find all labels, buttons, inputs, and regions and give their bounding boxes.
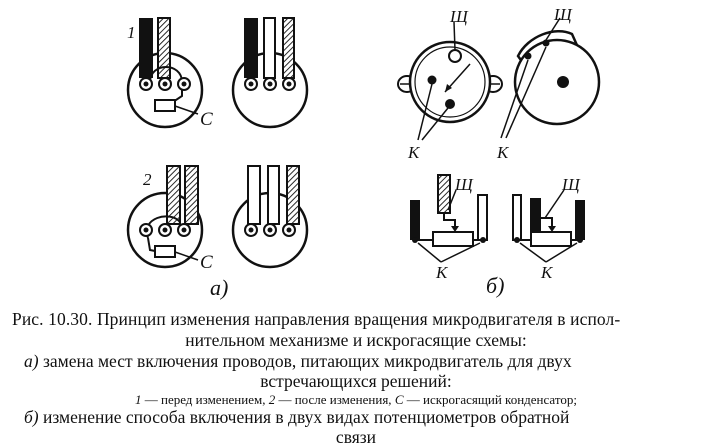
label-shch-1: Щ — [449, 7, 469, 26]
label-k-1: К — [407, 143, 421, 162]
label-shch-4: Щ — [561, 175, 581, 194]
potentiometer-bracket — [500, 17, 601, 139]
caption-before: — перед изменением, — [141, 392, 269, 407]
caption-line-2: нительном механизме и искрогасящие схемы… — [185, 330, 527, 350]
caption-letter-a: а) — [24, 351, 39, 371]
connector-2-before — [126, 165, 204, 269]
caption-line-1: Рис. 10.30. Принцип изменения направлени… — [12, 309, 621, 329]
schematic-2 — [512, 189, 585, 263]
label-c-1: С — [200, 109, 213, 130]
caption-line-3: а) замена мест включения проводов, питаю… — [24, 351, 712, 372]
label-shch-2: Щ — [553, 5, 573, 24]
connector-1-after — [231, 17, 309, 129]
label-2: 2 — [143, 170, 152, 189]
caption-letter-c: С — [394, 392, 404, 407]
label-1: 1 — [127, 23, 136, 42]
caption-after: — после изменения, — [275, 392, 395, 407]
caption-text-a: замена мест включения проводов, питающих… — [38, 351, 572, 371]
caption-line-6: б) изменение способа включения в двух ви… — [24, 407, 712, 428]
caption-num-2: 2 — [268, 392, 276, 407]
potentiometer-round — [397, 21, 503, 141]
label-part-a: а) — [210, 275, 228, 300]
label-k-3: К — [435, 263, 449, 282]
caption-line-5: 1 — перед изменением, 2 — после изменени… — [0, 392, 712, 408]
caption-letter-b: б) — [24, 407, 39, 427]
label-shch-3: Щ — [454, 175, 474, 194]
connector-2-after — [231, 165, 309, 269]
caption-text-b: изменение способа включения в двух видах… — [38, 407, 570, 427]
schematic-1 — [410, 174, 488, 263]
caption-line-4: встречающихся решений: — [260, 371, 452, 391]
label-c-2: С — [200, 252, 213, 273]
caption-num-1: 1 — [134, 392, 142, 407]
label-k-4: К — [540, 263, 554, 282]
caption-line-7: связи — [335, 427, 377, 447]
label-k-2: К — [496, 143, 510, 162]
caption-capacitor: — искрогасящий конденсатор; — [403, 392, 577, 407]
label-part-b: б) — [486, 273, 504, 298]
connector-1-before — [126, 17, 204, 129]
figure-diagram: 1 С 2 С — [126, 5, 601, 300]
